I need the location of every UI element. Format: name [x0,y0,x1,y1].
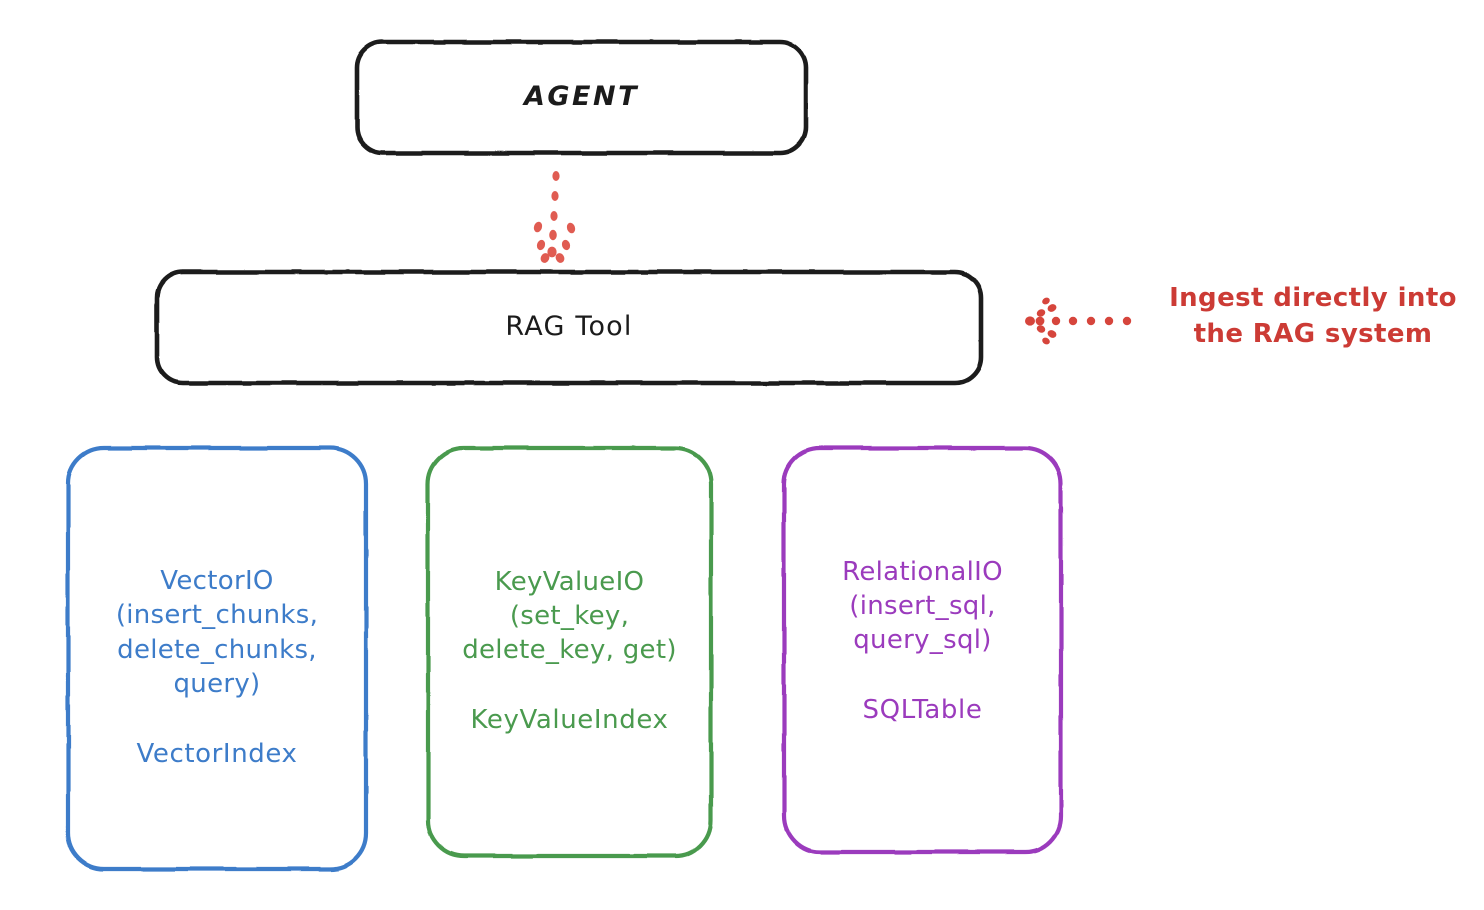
key-value-io-box-outline [425,445,714,859]
vector-io-label-stack: VectorIO (insert_chunks, delete_chunks, … [116,564,318,769]
rag-tool-node[interactable]: RAG Tool [157,272,981,383]
vector-io-node[interactable]: VectorIO (insert_chunks, delete_chunks, … [68,448,366,869]
vector-io-sublabel: VectorIndex [136,739,298,770]
rag-tool-box-outline [154,269,984,386]
relational-io-label-stack: RelationalIO (insert_sql, query_sql) SQL… [842,555,1003,726]
ingest-annotation-text: Ingest directly into the RAG system [1169,283,1457,349]
agent-node[interactable]: AGENT [357,42,806,153]
vector-io-box-outline [65,445,369,872]
rag-tool-label: RAG Tool [505,311,633,343]
annotation-to-rag-arrow [1025,297,1132,345]
relational-io-sublabel: SQLTable [862,695,983,726]
relational-io-box-outline [781,445,1064,855]
key-value-io-node[interactable]: KeyValueIO (set_key, delete_key, get) Ke… [428,448,711,856]
agent-box-outline [354,39,809,156]
vector-io-label: VectorIO (insert_chunks, delete_chunks, … [115,565,319,699]
key-value-io-label-stack: KeyValueIO (set_key, delete_key, get) Ke… [462,565,677,736]
agent-label: AGENT [523,81,639,113]
key-value-io-sublabel: KeyValueIndex [470,705,669,736]
relational-io-node[interactable]: RelationalIO (insert_sql, query_sql) SQL… [784,448,1061,852]
relational-io-label: RelationalIO (insert_sql, query_sql) [842,556,1003,656]
agent-to-rag-arrow [533,171,576,263]
key-value-io-label: KeyValueIO (set_key, delete_key, get) [462,566,677,666]
